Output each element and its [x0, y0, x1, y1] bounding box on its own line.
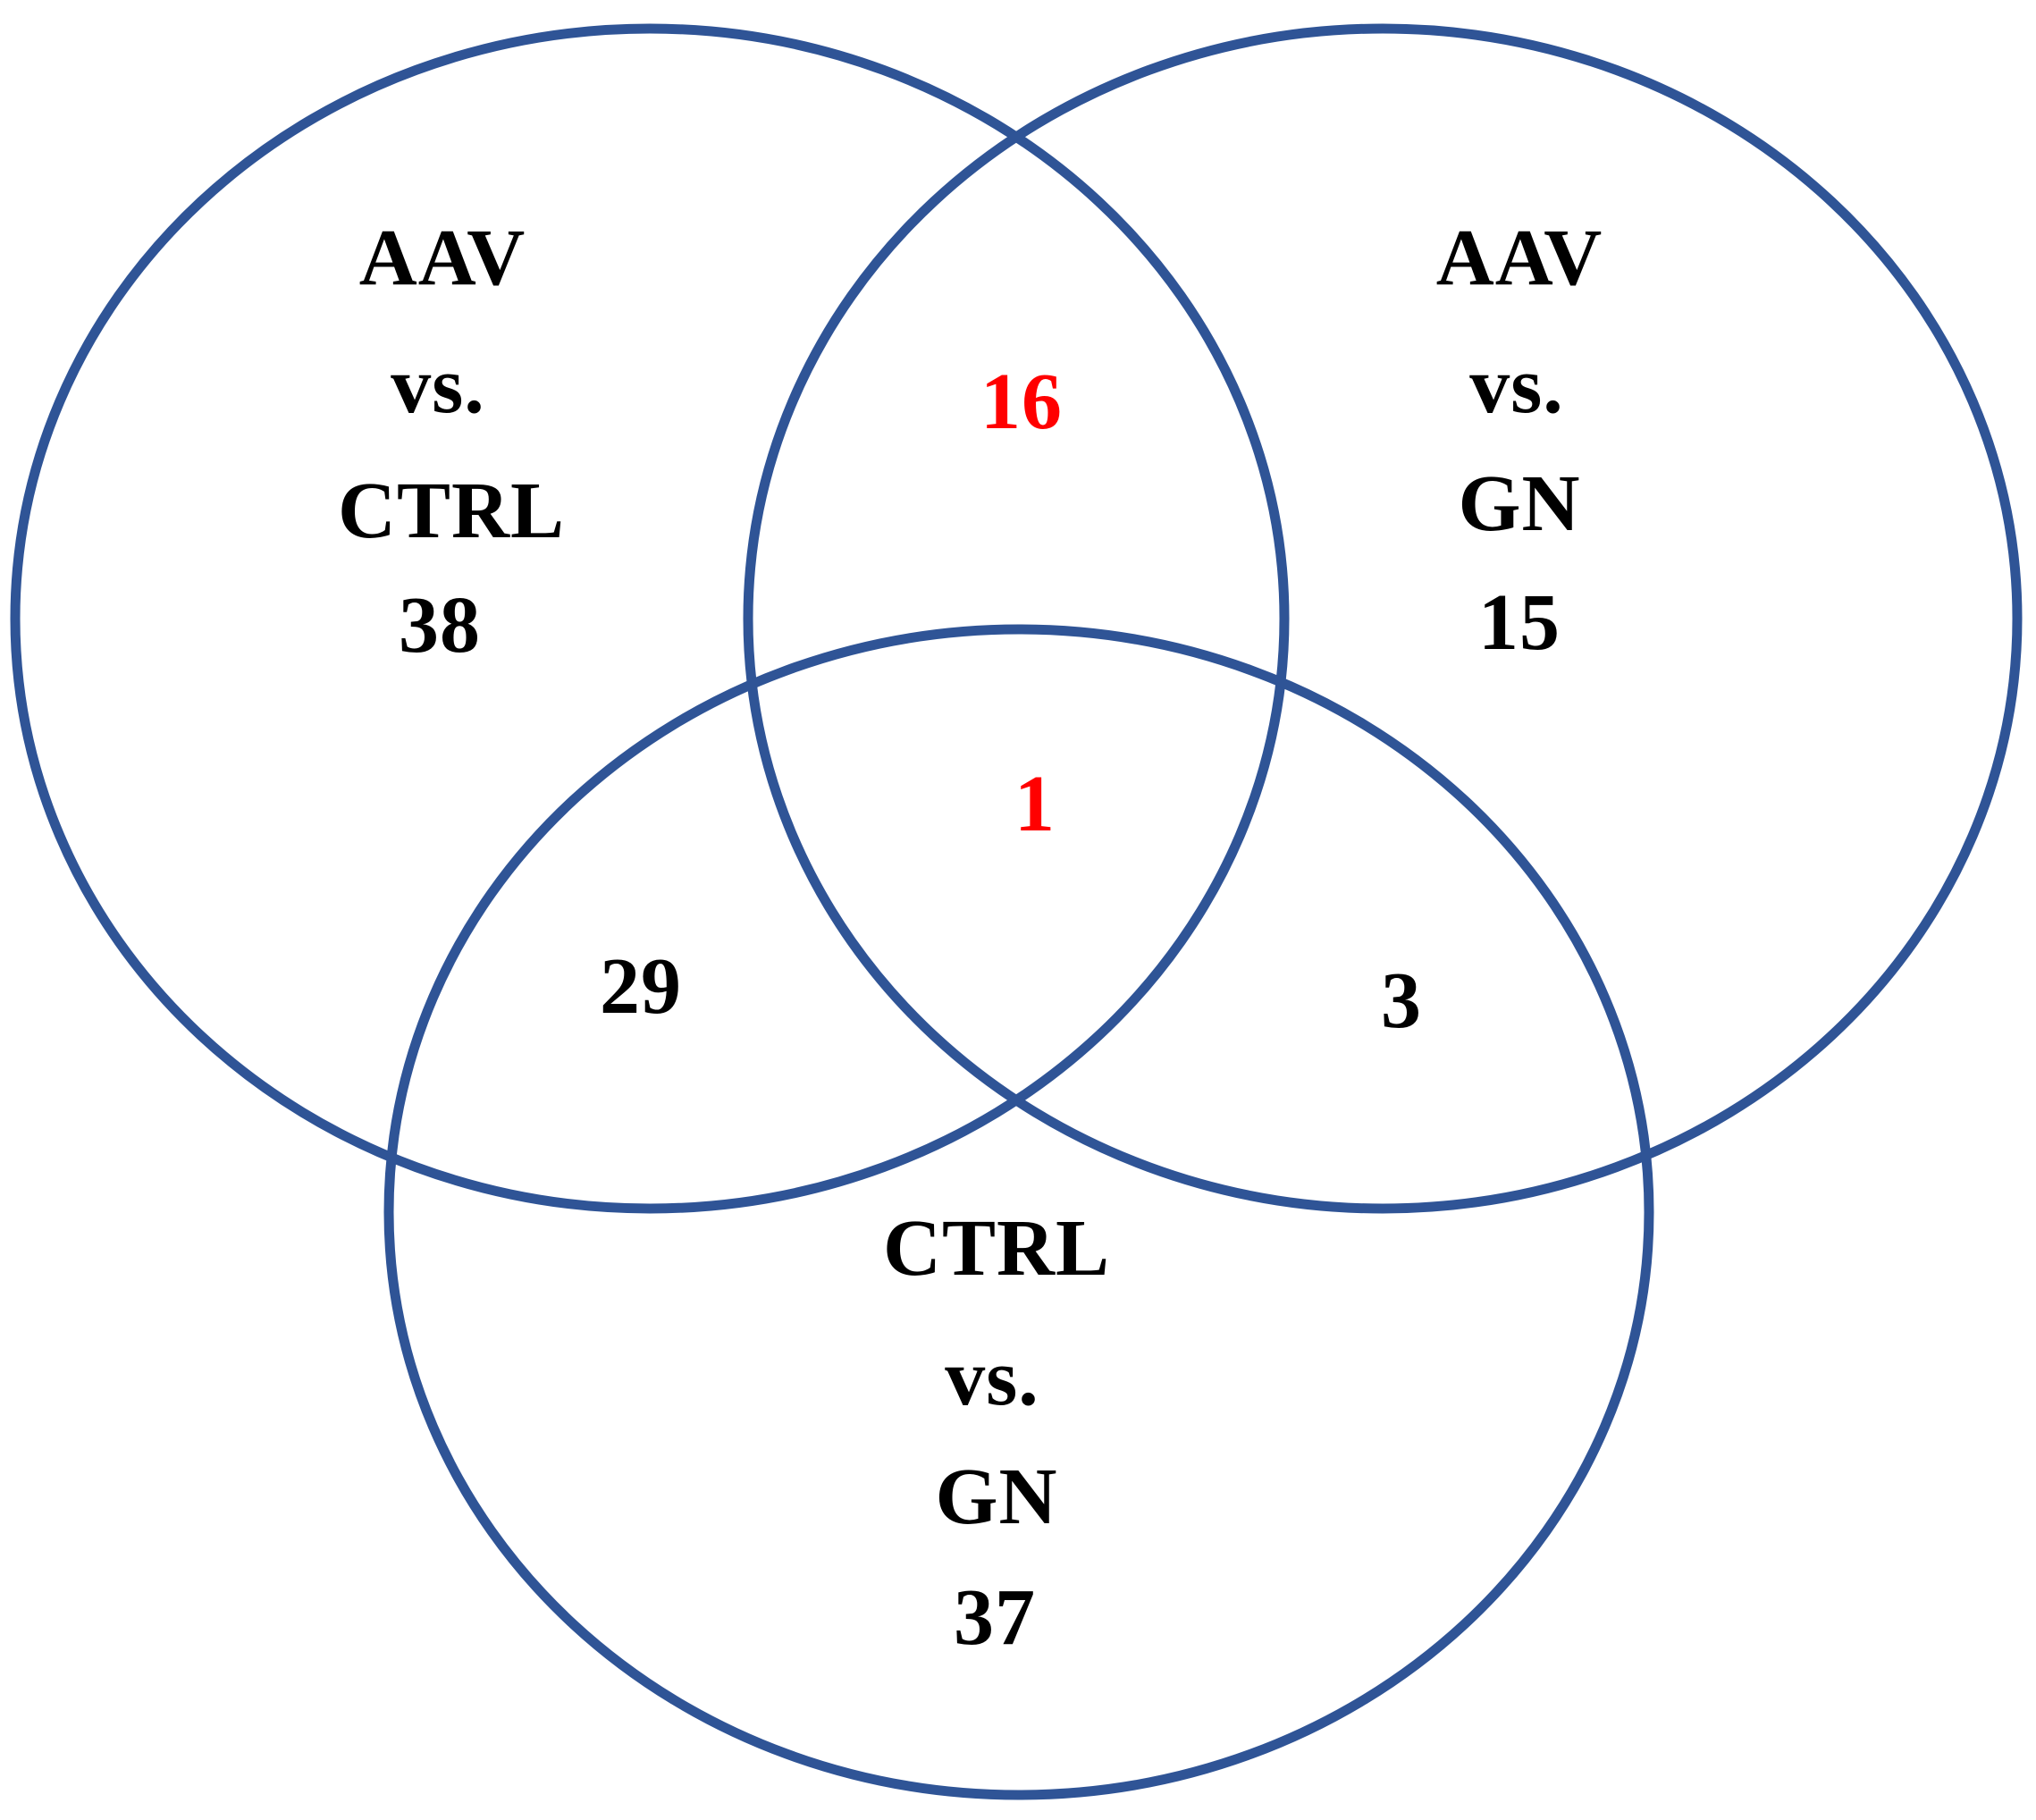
circle-aav-vs-ctrl [10, 23, 1290, 1214]
set-ctrl-vs-gn-line-3: GN [935, 1453, 1058, 1541]
set-aav-vs-gn-count: 15 [1478, 578, 1561, 667]
overlap-count-aavctrl-aavgn: 16 [980, 358, 1063, 446]
set-aav-vs-ctrl-line-1: AAV [358, 214, 526, 302]
set-aav-vs-ctrl-line-3: CTRL [337, 467, 566, 555]
set-ctrl-vs-gn-count: 37 [954, 1573, 1036, 1662]
overlap-count-aavctrl-ctrlgn: 29 [600, 942, 682, 1031]
set-aav-vs-ctrl-count: 38 [399, 581, 481, 670]
overlap-count-aavgn-ctrlgn: 3 [1381, 956, 1422, 1045]
set-aav-vs-gn-line-1: AAV [1435, 214, 1603, 302]
set-aav-vs-gn-line-3: GN [1458, 459, 1581, 548]
set-aav-vs-gn-line-2: vs. [1469, 341, 1564, 430]
set-ctrl-vs-gn-line-1: CTRL [882, 1204, 1111, 1293]
overlap-count-all-three: 1 [1014, 760, 1056, 848]
circle-ctrl-vs-gn [383, 624, 1654, 1800]
set-aav-vs-ctrl-line-2: vs. [391, 341, 485, 430]
circle-aav-vs-gn [743, 23, 2023, 1214]
set-ctrl-vs-gn-line-2: vs. [945, 1334, 1039, 1422]
